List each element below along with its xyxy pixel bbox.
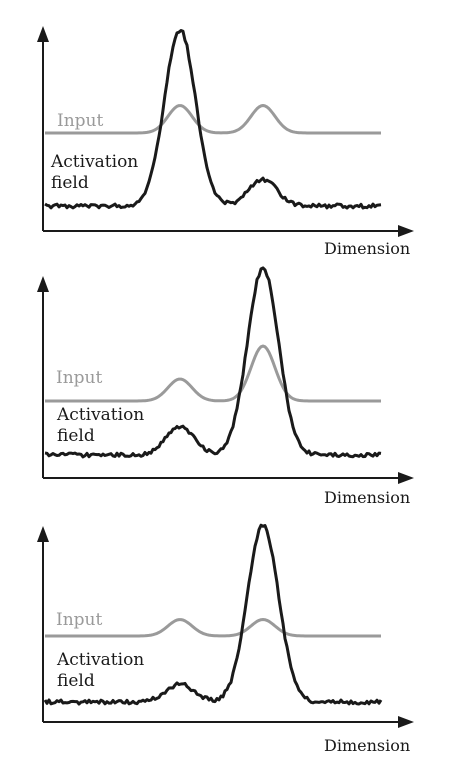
panel-2-y-axis-arrow (37, 276, 49, 292)
panel-1-x-axis-arrow (398, 225, 414, 237)
panel-2-input-label: Input (56, 368, 102, 388)
panel-3-activation-label: Activation (56, 650, 144, 670)
panel-2-x-axis-arrow (398, 472, 414, 484)
panel-2-activation-field-curve (44, 266, 382, 459)
panel-3-y-axis-arrow (37, 526, 49, 542)
panel-2-input-curve (45, 344, 381, 403)
panel-3-input-curve (45, 618, 381, 638)
panel-1-y-axis-arrow (37, 26, 49, 42)
panel-1-activation-label: Activation (50, 152, 138, 172)
panel-3-x-axis-arrow (398, 716, 414, 728)
panel-3: Input Activation field Dimension (37, 523, 414, 755)
panel-3-x-axis-label: Dimension (324, 736, 410, 755)
panel-1: Input Activation field Dimension (37, 26, 414, 258)
panel-2-x-axis-label: Dimension (324, 488, 410, 507)
panel-2-field-label: field (57, 426, 95, 446)
panel-3-input-label: Input (56, 610, 102, 630)
panel-1-x-axis-label: Dimension (324, 239, 410, 258)
panel-3-field-label: field (57, 671, 95, 691)
panel-3-activation-field-curve (43, 523, 383, 706)
panel-2: Input Activation field Dimension (37, 266, 414, 507)
panel-1-field-label: field (51, 173, 89, 193)
panel-2-activation-label: Activation (56, 405, 144, 425)
panel-1-activation-field-curve (44, 29, 382, 210)
panel-1-input-curve (45, 104, 381, 135)
panel-1-input-label: Input (57, 111, 103, 131)
